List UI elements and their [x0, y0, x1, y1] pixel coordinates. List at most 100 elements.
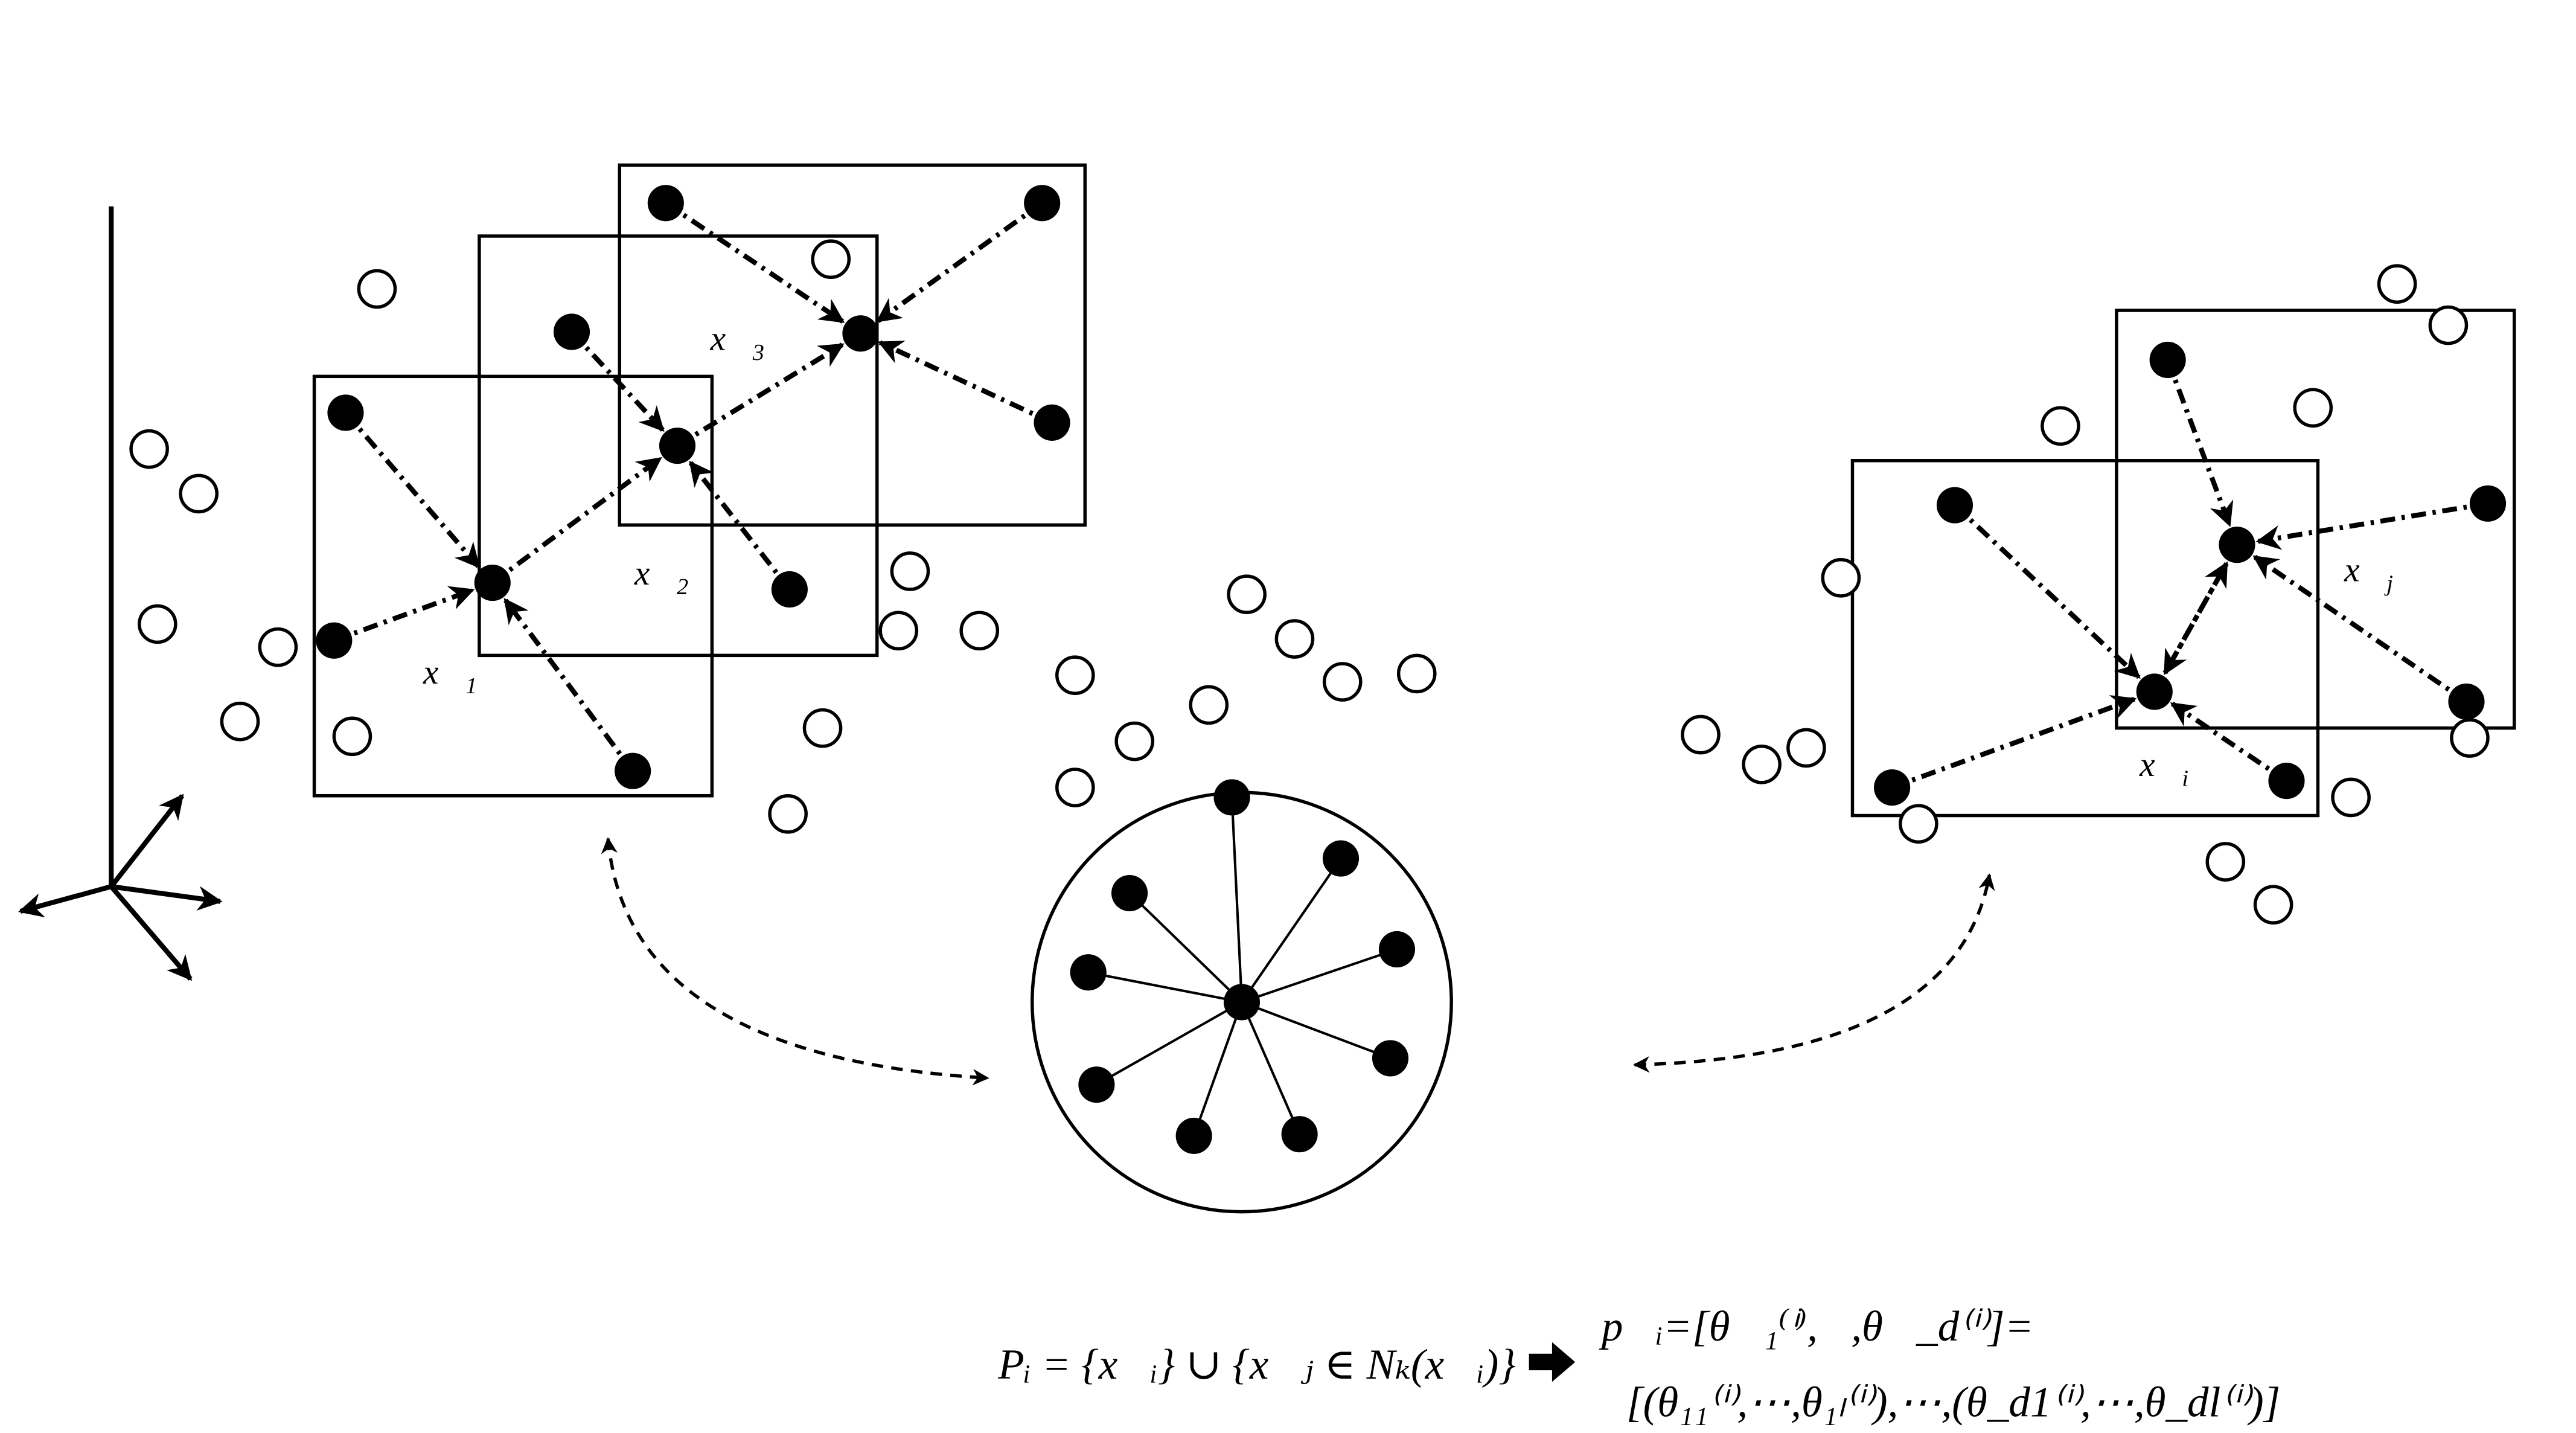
filled-point: [1874, 769, 1911, 806]
neighbor-edge-x2: [491, 457, 662, 585]
open-point: [1055, 768, 1095, 807]
open-point: [878, 611, 919, 651]
neighbor-edge-x2: [569, 330, 665, 432]
label-xi: x⃗i: [2139, 746, 2188, 791]
open-point: [959, 611, 1000, 651]
spoke: [1241, 1001, 1391, 1060]
box-xi: [1850, 459, 2320, 818]
filled-point: [474, 564, 511, 601]
implies-arrow-icon: [1529, 1342, 1576, 1382]
patch-spokes: [1070, 779, 1416, 1154]
box-x3: [618, 163, 1087, 527]
filled-point: [647, 185, 684, 222]
spoke: [1096, 1001, 1242, 1086]
open-point: [1821, 558, 1861, 598]
neighbor-edge-x1: [344, 411, 481, 569]
formula-parameter-vector: p⃗ᵢ=[θ⃗₁⁽ⁱ⁾,⋯,θ⃗_d⁽ⁱ⁾]=: [1599, 1303, 2034, 1350]
mapping-arrow-right: [1632, 873, 1995, 1073]
filled-point: [1936, 487, 1974, 524]
filled-point: [2219, 527, 2255, 563]
open-point: [2293, 388, 2333, 428]
label-x3: x⃗3: [710, 320, 764, 365]
label-xj: x⃗j: [2344, 551, 2393, 596]
filled-point: [659, 428, 696, 464]
filled-point: [771, 571, 808, 608]
open-point: [890, 551, 930, 591]
label-x1: x⃗1: [423, 653, 477, 699]
filled-point: [553, 313, 590, 350]
neighbor-edge-xj: [2165, 359, 2234, 527]
open-point: [2331, 777, 2371, 818]
box-x1: [312, 374, 714, 798]
filled-point: [2448, 683, 2485, 720]
patch-neighbor-point: [1378, 931, 1416, 968]
open-point: [332, 716, 372, 757]
open-point: [768, 793, 808, 834]
neighbor-edge-xj: [2152, 561, 2229, 693]
box-x2: [478, 234, 879, 658]
open-point: [1189, 685, 1229, 725]
neighbor-edge-xj: [2255, 501, 2488, 550]
open-point: [1742, 744, 1782, 784]
spoke: [1192, 1001, 1243, 1136]
filled-point: [842, 315, 879, 352]
filled-point: [1024, 185, 1061, 222]
spoke: [1241, 948, 1398, 1004]
open-point: [802, 708, 843, 748]
patch-neighbor-point: [1070, 954, 1107, 991]
filled-point: [2149, 341, 2186, 379]
filled-point: [1034, 404, 1070, 441]
open-point: [1322, 662, 1363, 702]
dashed-mapping-arrows: [601, 837, 1995, 1086]
label-x2: x⃗2: [634, 554, 688, 600]
mapping-arrow-left: [601, 837, 989, 1086]
neighbor-edge-xj: [2252, 554, 2468, 704]
open-point: [2377, 264, 2417, 304]
filled-point: [615, 752, 651, 789]
patch-neighbor-point: [1322, 840, 1360, 877]
neighbor-edges: [333, 200, 2488, 790]
patch-neighbor-point: [1078, 1066, 1115, 1103]
open-point: [1227, 574, 1267, 614]
filled-point: [2469, 485, 2507, 522]
coordinate-axes: [18, 206, 223, 981]
open-point: [2450, 718, 2490, 758]
formula-patch-set: Pᵢ = {x⃗ᵢ} ∪ {x⃗ⱼ ∈ Nₖ(x⃗ᵢ)}: [997, 1341, 1516, 1388]
open-point: [1681, 714, 1721, 755]
neighborhood-boxes: [312, 163, 2516, 818]
point-labels: x⃗1 x⃗2 x⃗3 x⃗i x⃗j: [423, 320, 2393, 792]
open-point: [258, 627, 298, 667]
unselected-points: [129, 239, 2490, 925]
open-point: [2205, 842, 2246, 882]
neighbor-edge-x3: [875, 200, 1044, 323]
open-point: [220, 701, 260, 742]
open-point: [1114, 721, 1155, 761]
filled-point: [2268, 763, 2305, 800]
neighbor-edge-x3: [877, 340, 1053, 425]
patch-neighbor-point: [1213, 779, 1250, 816]
open-point: [1055, 655, 1095, 695]
open-point: [2428, 305, 2469, 345]
box-xj: [2115, 309, 2516, 730]
neighbor-edge-xi: [1891, 695, 2137, 790]
formula-parameter-expansion: [(θ₁₁⁽ⁱ⁾,⋯,θ₁ₗ⁽ⁱ⁾),⋯,(θ_d1⁽ⁱ⁾,⋯,θ_dl⁽ⁱ⁾)…: [1626, 1379, 2280, 1426]
open-point: [137, 604, 177, 644]
spoke: [1128, 892, 1243, 1003]
open-point: [811, 239, 851, 280]
neighbor-edge-x1: [503, 598, 635, 773]
open-point: [1274, 619, 1315, 659]
patch-circle: [1031, 779, 1453, 1214]
patch-neighbor-point: [1372, 1040, 1409, 1077]
neighbor-edge-xi: [2170, 701, 2288, 783]
open-point: [1786, 728, 1826, 768]
neighbor-points: [316, 185, 2507, 806]
neighbor-edge-x1: [333, 586, 475, 643]
filled-point: [316, 622, 353, 659]
neighbor-edge-x2: [688, 460, 792, 591]
open-point: [1899, 804, 1938, 844]
open-point: [2253, 885, 2293, 925]
filled-point: [327, 394, 364, 431]
spoke: [1230, 797, 1243, 1002]
spoke: [1088, 971, 1242, 1004]
